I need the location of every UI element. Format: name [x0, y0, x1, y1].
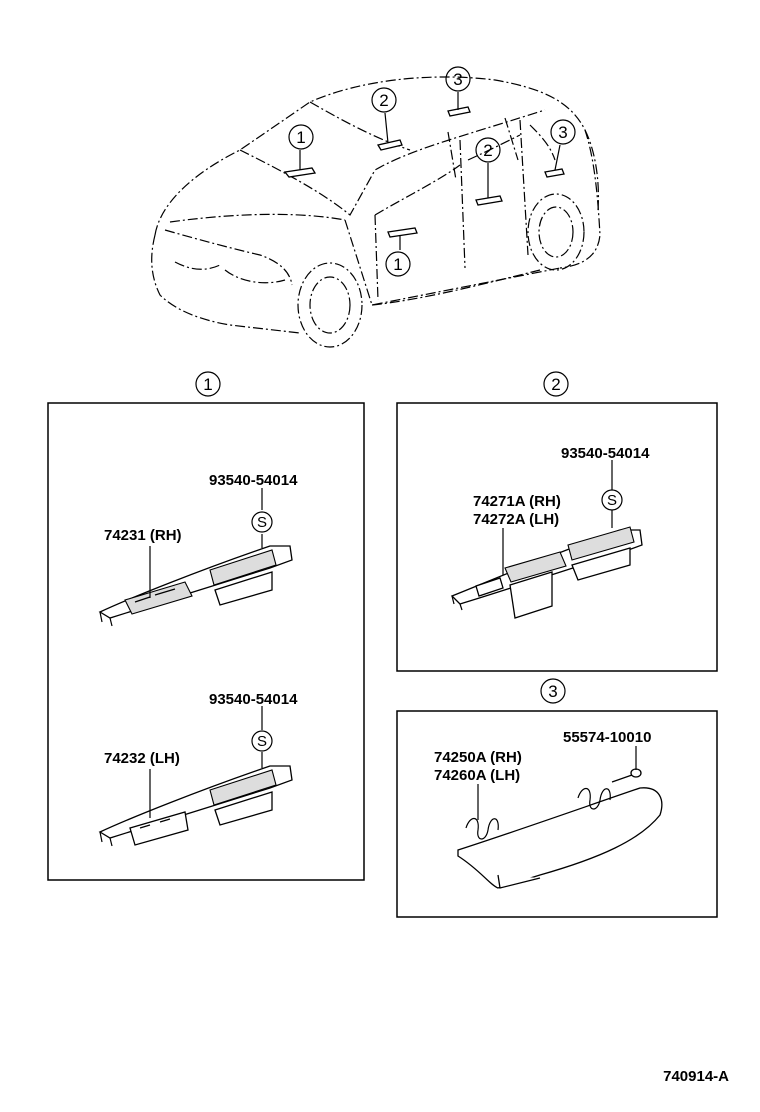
svg-text:S: S	[257, 514, 267, 531]
car-callout-3b: 3	[550, 119, 576, 145]
panel-2-screw-symbol: S	[601, 489, 623, 511]
car-handle-rear-left	[544, 168, 565, 178]
panel-1-callout: 1	[195, 371, 221, 397]
panel-3-handle-rh-label: 74250A (RH)	[434, 749, 522, 766]
car-callout-1b: 1	[385, 251, 411, 277]
car-switch-front-left	[387, 227, 418, 238]
panel-1-switch-lh-drawing	[98, 765, 293, 847]
car-switch-rear-right	[376, 139, 403, 151]
svg-text:1: 1	[393, 255, 402, 274]
car-switch-rear-left	[475, 195, 503, 206]
panel-1-frame	[47, 402, 365, 881]
panel-2-switch-rh-label: 74271A (RH)	[473, 493, 561, 510]
car-callout-2a: 2	[371, 87, 397, 113]
car-callout-1a: 1	[288, 124, 314, 150]
car-illustration	[151, 76, 601, 348]
svg-text:S: S	[257, 733, 267, 750]
car-callout-2b: 2	[475, 137, 501, 163]
panel-3-handle-lh-label: 74260A (LH)	[434, 767, 520, 784]
panel-1-switch-lh-label: 74232 (LH)	[104, 750, 180, 767]
svg-text:2: 2	[551, 375, 560, 394]
panel-3-screw-label: 55574-10010	[563, 729, 651, 746]
panel-1-lower-screw-symbol: S	[251, 730, 273, 752]
svg-text:2: 2	[483, 141, 492, 160]
svg-text:3: 3	[558, 123, 567, 142]
panel-2-switch-drawing	[450, 526, 643, 619]
svg-text:3: 3	[453, 70, 462, 89]
panel-2-bolt-label: 93540-54014	[561, 445, 650, 462]
panel-3-handle-drawing	[457, 787, 663, 889]
diagram-code: 740914-A	[663, 1068, 729, 1085]
panel-2-switch-lh-label: 74272A (LH)	[473, 511, 559, 528]
panel-2-frame	[396, 402, 718, 672]
panel-1-switch-rh-label: 74231 (RH)	[104, 527, 182, 544]
panel-1-switch-rh-drawing	[98, 545, 293, 627]
panel-3-callout: 3	[540, 678, 566, 704]
panel-2-callout: 2	[543, 371, 569, 397]
svg-text:2: 2	[379, 91, 388, 110]
car-callout-3a: 3	[445, 66, 471, 92]
panel-3-frame	[396, 710, 718, 918]
car-switch-front-right	[283, 167, 317, 178]
panel-1-upper-screw-symbol: S	[251, 511, 273, 533]
panel-1-bolt-upper-label: 93540-54014	[209, 472, 298, 489]
panel-1-bolt-lower-label: 93540-54014	[209, 691, 298, 708]
svg-text:3: 3	[548, 682, 557, 701]
car-handle-rear-right	[447, 106, 471, 117]
svg-text:1: 1	[296, 128, 305, 147]
panel-3-screw-drawing	[611, 768, 642, 783]
svg-text:1: 1	[203, 375, 212, 394]
svg-text:S: S	[607, 492, 617, 509]
